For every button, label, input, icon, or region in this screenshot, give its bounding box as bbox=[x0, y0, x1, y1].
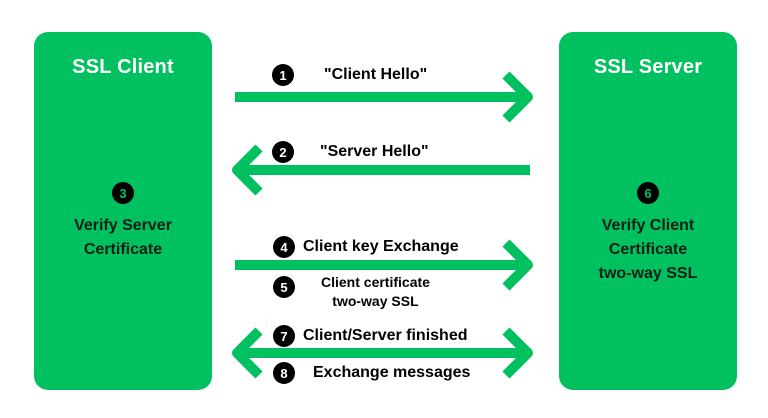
message-exchange-messages: 8 Exchange messages bbox=[273, 362, 470, 384]
ssl-server-box: SSL Server 6 Verify Client Certificate t… bbox=[559, 32, 737, 390]
message-text: Exchange messages bbox=[313, 364, 471, 381]
step-badge-5: 5 bbox=[273, 276, 295, 298]
ssl-client-title: SSL Client bbox=[72, 56, 174, 78]
message-text: "Client Hello" bbox=[324, 66, 428, 83]
server-step-line3: two-way SSL bbox=[598, 265, 698, 282]
arrow-server-hello bbox=[232, 144, 530, 196]
server-step-text: Verify Client Certificate two-way SSL bbox=[599, 214, 698, 286]
message-client-hello: 1 "Client Hello" bbox=[272, 64, 427, 86]
message-text: Client/Server finished bbox=[303, 327, 468, 344]
step-badge-8: 8 bbox=[273, 362, 295, 384]
arrow-client-key-exchange bbox=[235, 239, 533, 291]
message-line2: two-way SSL bbox=[332, 293, 419, 309]
message-text: "Server Hello" bbox=[320, 143, 429, 160]
arrow-client-server-finished bbox=[232, 327, 533, 379]
message-client-certificate: 5 Client certificate two-way SSL bbox=[273, 273, 430, 311]
message-server-hello: 2 "Server Hello" bbox=[272, 141, 429, 163]
step-badge-3: 3 bbox=[112, 182, 134, 204]
message-text: Client certificate two-way SSL bbox=[321, 273, 430, 311]
message-client-key-exchange: 4 Client key Exchange bbox=[273, 236, 459, 258]
step-badge-2: 2 bbox=[272, 141, 294, 163]
message-client-server-finished: 7 Client/Server finished bbox=[273, 325, 468, 347]
step-badge-6: 6 bbox=[637, 182, 659, 204]
ssl-client-box: SSL Client 3 Verify Server Certificate bbox=[34, 32, 212, 390]
server-step-line2: Certificate bbox=[608, 241, 688, 258]
step-badge-1: 1 bbox=[272, 64, 294, 86]
client-step-line2: Certificate bbox=[83, 241, 163, 258]
server-verify-step: 6 Verify Client Certificate two-way SSL bbox=[559, 182, 737, 286]
client-step-text: Verify Server Certificate bbox=[74, 214, 172, 262]
ssl-server-title: SSL Server bbox=[593, 56, 703, 78]
step-badge-7: 7 bbox=[273, 325, 295, 347]
client-step-line1: Verify Server bbox=[74, 217, 172, 234]
step-badge-4: 4 bbox=[273, 236, 295, 258]
message-text: Client key Exchange bbox=[303, 238, 459, 255]
message-line1: Client certificate bbox=[321, 274, 430, 290]
server-step-line1: Verify Client bbox=[601, 217, 695, 234]
client-verify-step: 3 Verify Server Certificate bbox=[34, 182, 212, 262]
arrow-client-hello bbox=[235, 71, 533, 123]
